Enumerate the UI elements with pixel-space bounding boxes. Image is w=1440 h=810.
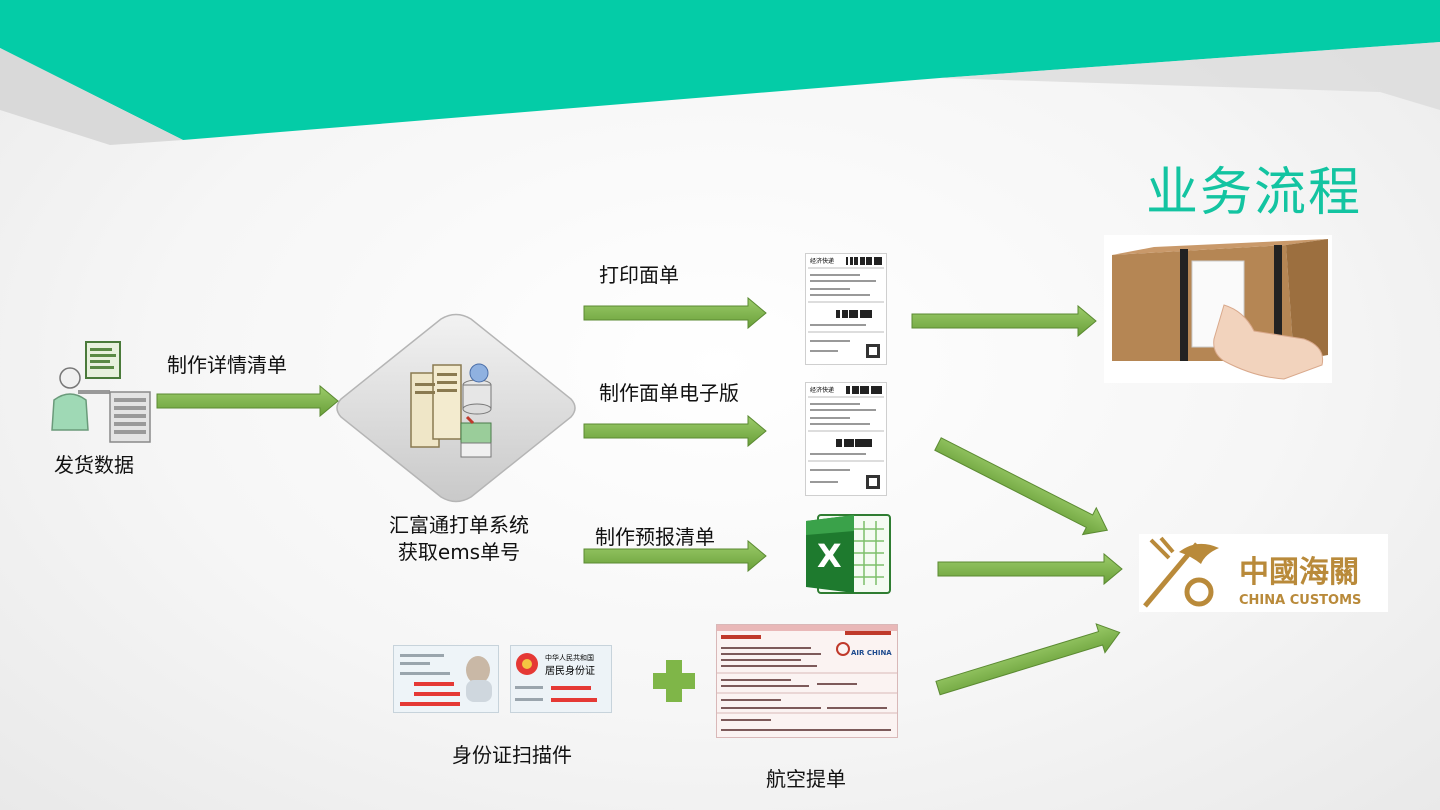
- arrow-source-to-system: [156, 384, 339, 418]
- arrow-declaration-to-customs: [937, 552, 1123, 586]
- top-banner: [0, 0, 1440, 145]
- step-declaration-list: 制作预报清单: [595, 525, 715, 549]
- source-label: 发货数据: [54, 453, 134, 477]
- id-card-back-line2: 居民身份证: [545, 664, 595, 677]
- page-title: 业务流程: [1146, 163, 1363, 223]
- arrow-waybill-to-package: [911, 304, 1097, 338]
- arrow-airwaybill-to-customs: [935, 623, 1121, 696]
- svg-text:X: X: [817, 537, 842, 575]
- air-waybill-label: 航空提单: [766, 767, 846, 791]
- customs-name-cn: 中國海關: [1239, 555, 1359, 590]
- step-print-waybill: 打印面单: [599, 263, 679, 287]
- airline-name: AIR CHINA: [851, 649, 892, 657]
- customs-name-en: CHINA CUSTOMS: [1239, 593, 1361, 608]
- electronic-waybill-image: 经济快递: [805, 382, 887, 496]
- id-card-back-image: 中华人民共和国 居民身份证: [510, 645, 612, 713]
- system-label-line1: 汇富通打单系统: [389, 513, 529, 537]
- ems-system-server-icon: [333, 313, 579, 503]
- excel-icon: X: [800, 511, 896, 597]
- china-customs-logo: 中國海關 CHINA CUSTOMS: [1139, 534, 1388, 612]
- id-card-back-line1: 中华人民共和国: [545, 653, 594, 662]
- waybill-header: 经济快递: [810, 257, 834, 265]
- arrow-system-to-electronic: [583, 414, 767, 448]
- step-make-detail-list: 制作详情清单: [167, 353, 287, 377]
- id-scan-label: 身份证扫描件: [452, 743, 572, 767]
- arrow-system-to-print: [583, 296, 767, 330]
- printed-waybill-image: 经济快递: [805, 253, 887, 365]
- arrow-electronic-to-customs: [934, 437, 1109, 536]
- air-waybill-image: AIR CHINA: [716, 624, 898, 738]
- waybill-header-2: 经济快递: [810, 386, 834, 394]
- step-electronic-waybill: 制作面单电子版: [599, 381, 739, 405]
- user-computer-icon: [48, 340, 158, 445]
- package-delivery-image: [1104, 235, 1332, 383]
- system-label-line2: 获取ems单号: [397, 540, 521, 564]
- id-card-front-image: [393, 645, 499, 713]
